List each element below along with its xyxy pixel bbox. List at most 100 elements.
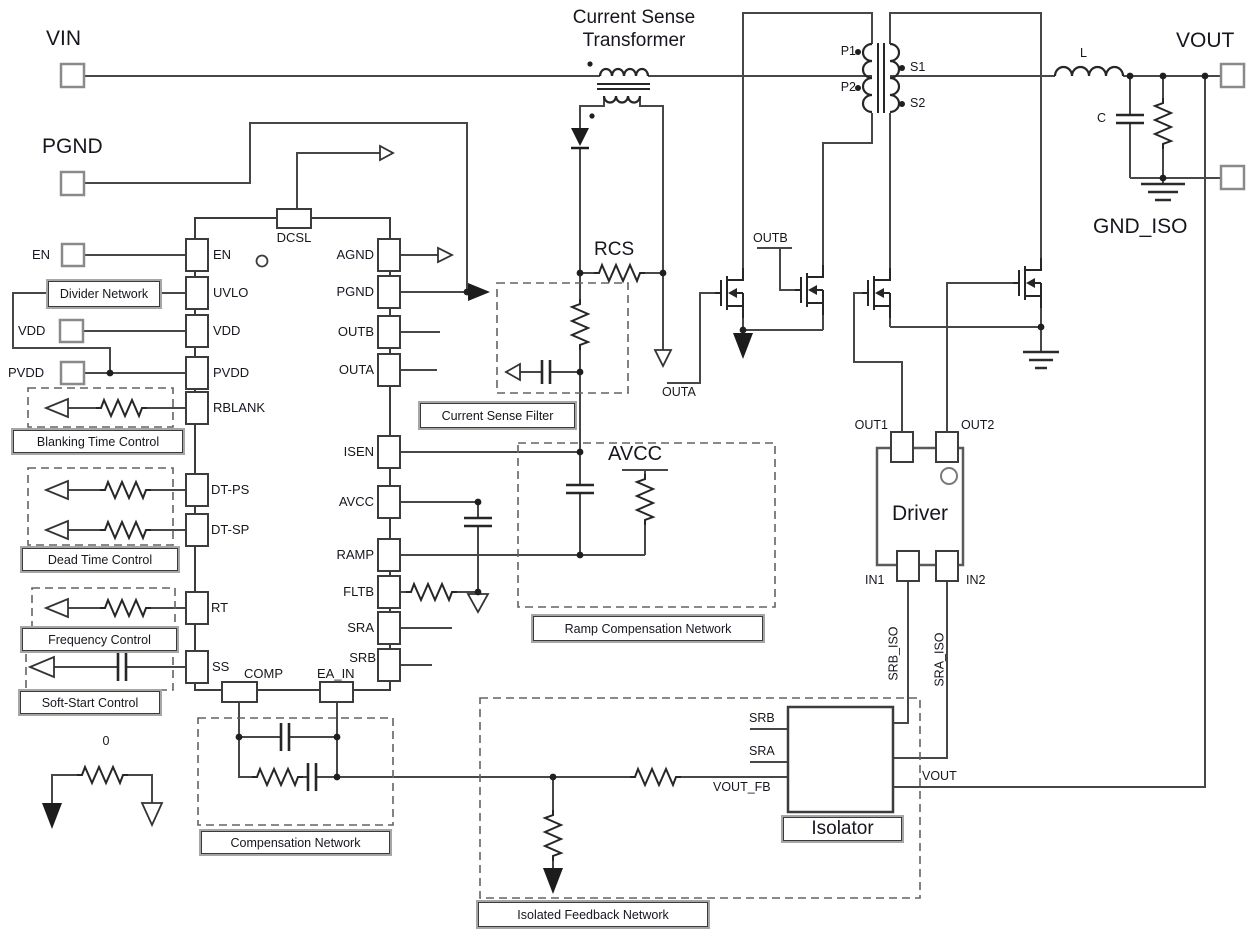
pin-agnd <box>377 238 401 272</box>
pin-dtps <box>185 473 209 507</box>
driver-label: Driver <box>892 502 948 525</box>
fltb-resistor <box>405 583 458 601</box>
out2-label: OUT2 <box>961 418 995 432</box>
zero-ohm-label: 0 <box>102 734 110 748</box>
main-transformer-primary-coil <box>861 42 873 114</box>
avcc-ramp-resistor <box>636 473 654 526</box>
avcc-decoupling-cap <box>464 516 492 528</box>
inductor-label: L <box>1080 46 1087 60</box>
en-pad-label: EN <box>32 247 51 262</box>
pin-uvlo <box>185 276 209 310</box>
out1-label: OUT1 <box>854 418 888 432</box>
ic-pin-fltb: FLTB <box>343 584 374 599</box>
en-pad <box>60 242 86 268</box>
rcs-label: RCS <box>594 239 635 260</box>
wire-left-section <box>12 75 872 668</box>
agnd-left-arrow-rt <box>43 597 69 619</box>
pin-comp <box>221 681 258 703</box>
isolator-vout-label: VOUT <box>922 769 957 783</box>
pin-out2 <box>935 431 959 463</box>
capacitors <box>116 113 1144 791</box>
blanking-time-callout: Blanking Time Control <box>13 430 183 453</box>
pin-in1 <box>896 550 920 582</box>
earth-ground-sync <box>1023 350 1059 370</box>
p2-label: P2 <box>840 80 856 94</box>
vout-fb-label: VOUT_FB <box>713 780 771 794</box>
in2-label: IN2 <box>966 573 986 587</box>
agnd-left-arrow-dtsp <box>43 519 69 541</box>
output-cap <box>1116 113 1144 125</box>
dtsp-resistor <box>99 521 152 539</box>
ic-pin-avcc: AVCC <box>338 494 374 509</box>
isolator-label: Isolator <box>783 817 902 841</box>
agnd-left-arrow-filter <box>504 362 521 382</box>
ic-pin-srb: SRB <box>349 650 376 665</box>
pin-sra <box>377 611 401 645</box>
output-load-resistor <box>1154 97 1172 150</box>
pgnd-right-arrow <box>468 283 490 301</box>
pin-pgnd <box>377 275 401 309</box>
pgnd-label: PGND <box>42 135 103 158</box>
main-transformer-core <box>877 43 885 113</box>
ic-pin-rblank: RBLANK <box>213 400 266 415</box>
feedback-divider-resistor <box>544 809 562 862</box>
ic-pin-en: EN <box>213 247 232 262</box>
ic-pin-outb: OUTB <box>337 324 374 339</box>
cs-transformer-core <box>597 83 650 90</box>
blanking-box <box>27 387 174 428</box>
primary-fet-b <box>794 264 824 316</box>
pin-dtsp <box>185 513 209 547</box>
s2-dot <box>899 101 905 107</box>
dashed-boxes <box>25 282 921 899</box>
isolated-feedback-box <box>479 697 921 899</box>
pin-isen <box>377 435 401 469</box>
magnetics <box>597 42 1125 114</box>
soft-start-callout: Soft-Start Control <box>20 691 160 714</box>
rblank-resistor <box>95 399 148 417</box>
pgnd-down-arrow-fets <box>733 333 753 359</box>
cs-transformer-primary-coil <box>598 67 650 77</box>
pin-rt <box>185 591 209 625</box>
cs-secondary-dot <box>589 113 595 119</box>
ic-pin-uvlo: UVLO <box>213 285 249 300</box>
vin-label: VIN <box>46 27 82 50</box>
pin-pvdd <box>185 356 209 390</box>
primary-fet-a <box>714 267 744 319</box>
cs-transformer-title-2: Transformer <box>582 30 686 51</box>
isolated-feedback-callout: Isolated Feedback Network <box>478 902 708 927</box>
pvdd-pad <box>59 360 86 386</box>
pin-in2 <box>935 550 959 582</box>
pin-boxes <box>185 208 959 703</box>
ramp-compensation-callout: Ramp Compensation Network <box>533 616 763 641</box>
driver-pin1-marker <box>940 467 958 485</box>
soft-start-cap <box>116 653 128 681</box>
s2-label: S2 <box>910 96 926 110</box>
ic-pin-ramp: RAMP <box>336 547 374 562</box>
feedback-resistor <box>629 768 682 786</box>
pin-srb <box>377 648 401 682</box>
in1-label: IN1 <box>865 573 885 587</box>
comp-cap-top <box>279 723 291 751</box>
pvdd-pad-label: PVDD <box>8 365 45 380</box>
pin-dcsl <box>276 208 312 229</box>
cs-transformer-title-1: Current Sense <box>572 7 696 28</box>
wires <box>12 12 1221 868</box>
cs-primary-dot <box>587 61 593 67</box>
ic-pin-rt: RT <box>211 600 229 615</box>
pin-eain <box>319 681 354 703</box>
ic-pin-sra: SRA <box>347 620 374 635</box>
rt-resistor <box>99 599 152 617</box>
zero-ohm-resistor <box>76 766 129 784</box>
pgnd-down-arrow-zero <box>42 803 62 829</box>
mosfets <box>714 257 1042 319</box>
ground-symbols <box>27 144 1185 894</box>
filter-resistor <box>571 298 589 351</box>
ic-pin-outa: OUTA <box>338 362 374 377</box>
terminal-pads <box>58 62 1246 386</box>
gnd-iso-label: GND_ISO <box>1093 215 1188 238</box>
agnd-left-arrow-ss <box>27 655 55 679</box>
sra-iso-label: SRA_ISO <box>932 632 947 687</box>
outb-net-label: OUTB <box>753 231 788 245</box>
wire-sense-section <box>400 96 668 666</box>
